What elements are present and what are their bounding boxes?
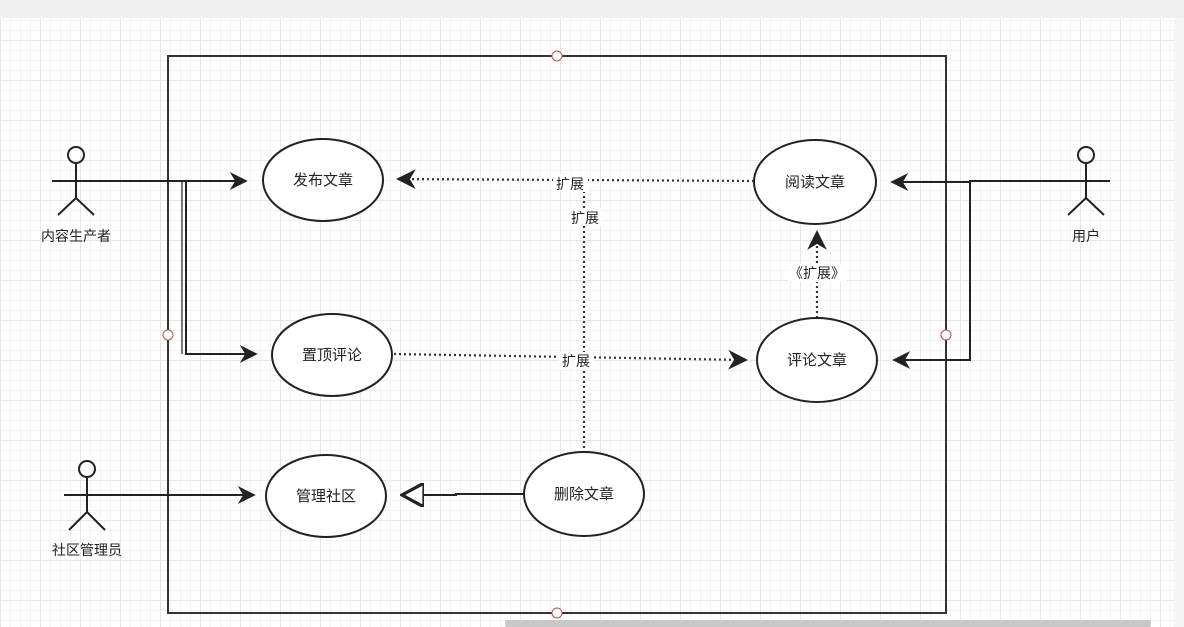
actor-admin-label: 社区管理员 xyxy=(52,543,122,559)
boundary-handle-top[interactable] xyxy=(551,50,563,62)
use-case-publish-label: 发布文章 xyxy=(293,171,353,189)
use-case-manage[interactable]: 管理社区 xyxy=(265,454,387,538)
use-case-read[interactable]: 阅读文章 xyxy=(753,139,877,225)
right-panel-edge xyxy=(1174,18,1184,627)
edge-label-read-publish: 扩展 xyxy=(556,177,584,193)
boundary-handle-left[interactable] xyxy=(162,329,174,341)
actor-producer-figure xyxy=(52,146,100,216)
boundary-handle-bottom[interactable] xyxy=(551,607,563,619)
use-case-manage-label: 管理社区 xyxy=(296,487,356,505)
actor-admin-figure xyxy=(64,460,110,531)
use-case-publish[interactable]: 发布文章 xyxy=(262,138,384,222)
top-toolbar-strip xyxy=(0,0,1184,18)
actor-producer[interactable]: 内容生产者 xyxy=(41,146,111,245)
boundary-handle-right[interactable] xyxy=(940,329,952,341)
generalization-delete-manage[interactable] xyxy=(402,494,524,495)
actor-admin[interactable]: 社区管理员 xyxy=(52,460,122,559)
use-case-delete-label: 删除文章 xyxy=(554,485,614,503)
edge-label-bg-read-publish xyxy=(553,174,588,192)
actor-user-figure xyxy=(1062,146,1110,216)
use-case-pin[interactable]: 置顶评论 xyxy=(271,313,393,397)
actor-user-label: 用户 xyxy=(1072,228,1100,245)
use-case-comment-label: 评论文章 xyxy=(787,351,847,369)
edge-label-delete-publish: 扩展 xyxy=(571,211,599,227)
actor-user[interactable]: 用户 xyxy=(1062,146,1110,245)
use-case-delete[interactable]: 删除文章 xyxy=(523,451,645,537)
use-case-pin-label: 置顶评论 xyxy=(302,346,362,364)
edge-label-pin-comment: 扩展 xyxy=(562,354,590,370)
edge-label-comment-read: 《扩展》 xyxy=(789,266,845,282)
actor-producer-label: 内容生产者 xyxy=(41,228,111,245)
extend-read-publish[interactable] xyxy=(396,169,755,189)
horizontal-scrollbar[interactable] xyxy=(505,620,1151,627)
edge-label-bg-comment-read xyxy=(788,264,846,282)
use-case-comment[interactable]: 评论文章 xyxy=(756,317,878,403)
assoc-producer-pin[interactable] xyxy=(100,180,258,363)
edge-label-bg-delete-publish xyxy=(567,208,602,226)
edge-label-bg-pin-comment xyxy=(559,352,594,370)
assoc-user-comment[interactable] xyxy=(892,180,1062,369)
use-case-read-label: 阅读文章 xyxy=(785,173,845,191)
